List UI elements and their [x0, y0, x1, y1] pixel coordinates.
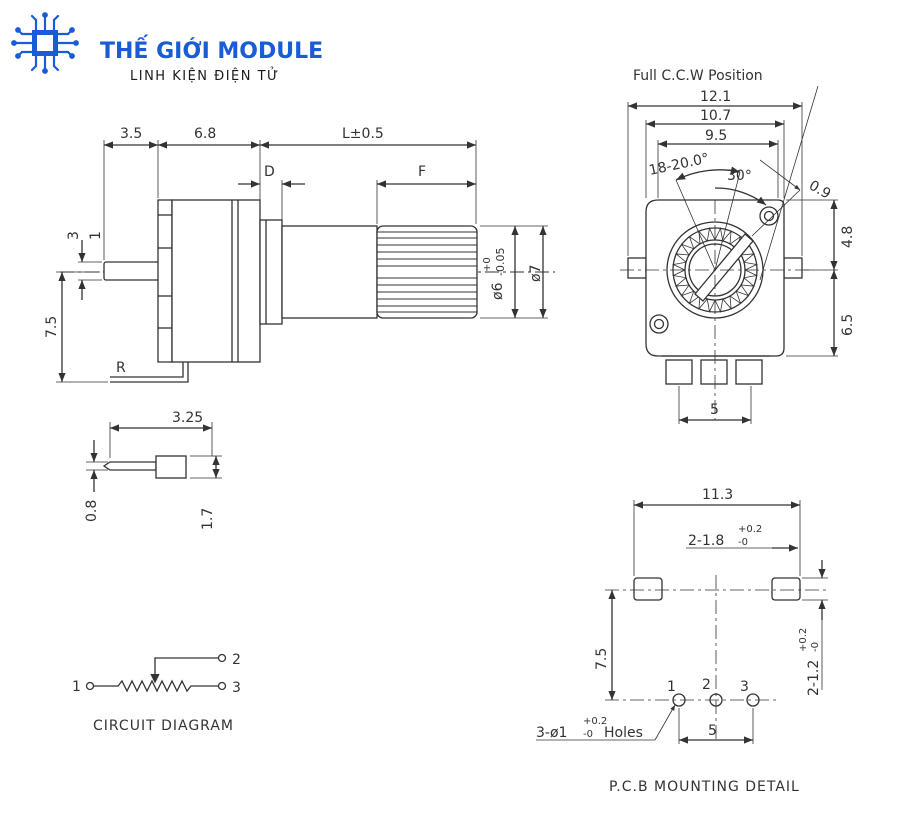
dim-9-5: 9.5: [705, 128, 727, 144]
dim-shaft-tol-minus: -0.05: [494, 248, 507, 276]
dim-pad-tol-plus: +0.2: [738, 524, 762, 535]
dim-pitch: 5: [708, 723, 717, 739]
label-r: R: [116, 360, 126, 376]
knob-tooth: [736, 284, 750, 297]
brand-tagline: LINH KIỆN ĐIỆN TỬ: [130, 69, 280, 84]
dim-3: 3: [66, 231, 82, 240]
dim-6-8: 6.8: [194, 126, 216, 142]
brand-name: THẾ GIỚI MODULE: [100, 39, 324, 64]
knob-tooth: [722, 229, 732, 245]
pcb-pin-1: 1: [667, 679, 676, 695]
label-holes-tol-minus: -0: [583, 729, 593, 740]
circuit-node-2: 2: [232, 652, 241, 668]
dim-11-3: 11.3: [702, 487, 733, 503]
dim-10-7: 10.7: [700, 108, 731, 124]
side-view: [56, 140, 555, 383]
circuit-node-1: 1: [72, 679, 81, 695]
dim-pad-tol-minus: -0: [738, 537, 748, 548]
pcb-pin-3: 3: [740, 679, 749, 695]
pcb-detail: [536, 500, 830, 744]
label-holes-suffix: Holes: [604, 725, 643, 741]
knob-tooth: [714, 298, 724, 313]
knob-tooth: [740, 277, 756, 287]
dim-pad-h: 2-1.2: [806, 660, 822, 696]
dim-0-9: 0.9: [806, 178, 833, 203]
knob-tooth: [706, 298, 716, 313]
label-holes-tol-plus: +0.2: [583, 716, 607, 727]
dim-pad-h-tol-minus: -0: [810, 642, 821, 652]
knob-tooth: [714, 227, 724, 242]
knob-tooth: [672, 269, 687, 279]
knob-tooth: [729, 291, 742, 305]
knob-tooth: [722, 295, 732, 311]
dim-body-dia: ø7: [528, 265, 544, 282]
knob-tooth: [688, 291, 701, 305]
circuit-title: CIRCUIT DIAGRAM: [93, 718, 234, 734]
dim-12-1: 12.1: [700, 89, 731, 105]
knob-tooth: [743, 261, 758, 271]
knob-tooth: [698, 295, 708, 311]
knob-tooth: [680, 243, 694, 256]
circuit-node-3: 3: [232, 680, 241, 696]
knob-tooth: [688, 235, 701, 249]
dim-1: 1: [88, 231, 104, 240]
label-holes-main: 3-ø1: [536, 725, 567, 741]
pcb-title: P.C.B MOUNTING DETAIL: [609, 779, 800, 795]
knob-tooth: [743, 269, 758, 279]
dim-angle-30: 30°: [727, 168, 752, 184]
dim-f: F: [418, 164, 426, 180]
dim-pad-h-tol-plus: +0.2: [798, 628, 809, 652]
brand-logo: THẾ GIỚI MODULE LINH KIỆN ĐIỆN TỬ: [10, 12, 330, 92]
circuit-chip-icon: [11, 12, 79, 74]
dim-7-5-pcb: 7.5: [594, 648, 610, 670]
dim-3-25: 3.25: [172, 410, 203, 426]
dim-1-7: 1.7: [200, 508, 216, 530]
knob-tooth: [740, 253, 756, 263]
dim-5-front: 5: [710, 402, 719, 418]
dim-7-5: 7.5: [44, 316, 60, 338]
pcb-pin-2: 2: [702, 677, 711, 693]
circuit-diagram: [85, 653, 227, 693]
dim-4-8: 4.8: [840, 226, 856, 248]
front-view: [620, 85, 838, 424]
label-full-ccw: Full C.C.W Position: [633, 68, 763, 84]
dim-3-5: 3.5: [120, 126, 142, 142]
dim-6-5: 6.5: [840, 314, 856, 336]
knob-tooth: [706, 227, 716, 242]
knob-tooth: [680, 284, 694, 297]
dim-0-8: 0.8: [84, 500, 100, 522]
dim-angle-range: 18-20.0°: [648, 151, 711, 179]
dim-l: L±0.5: [342, 126, 384, 142]
knob-tooth: [674, 277, 690, 287]
knob-tooth: [672, 261, 687, 271]
dim-shaft-dia: ø6: [490, 282, 506, 300]
dim-pad: 2-1.8: [688, 533, 724, 549]
dim-d: D: [264, 164, 275, 180]
dim-shaft-tol-plus: +0: [482, 257, 493, 272]
pin-detail: [86, 422, 222, 492]
knob-tooth: [698, 229, 708, 245]
knob-tooth: [674, 253, 690, 263]
